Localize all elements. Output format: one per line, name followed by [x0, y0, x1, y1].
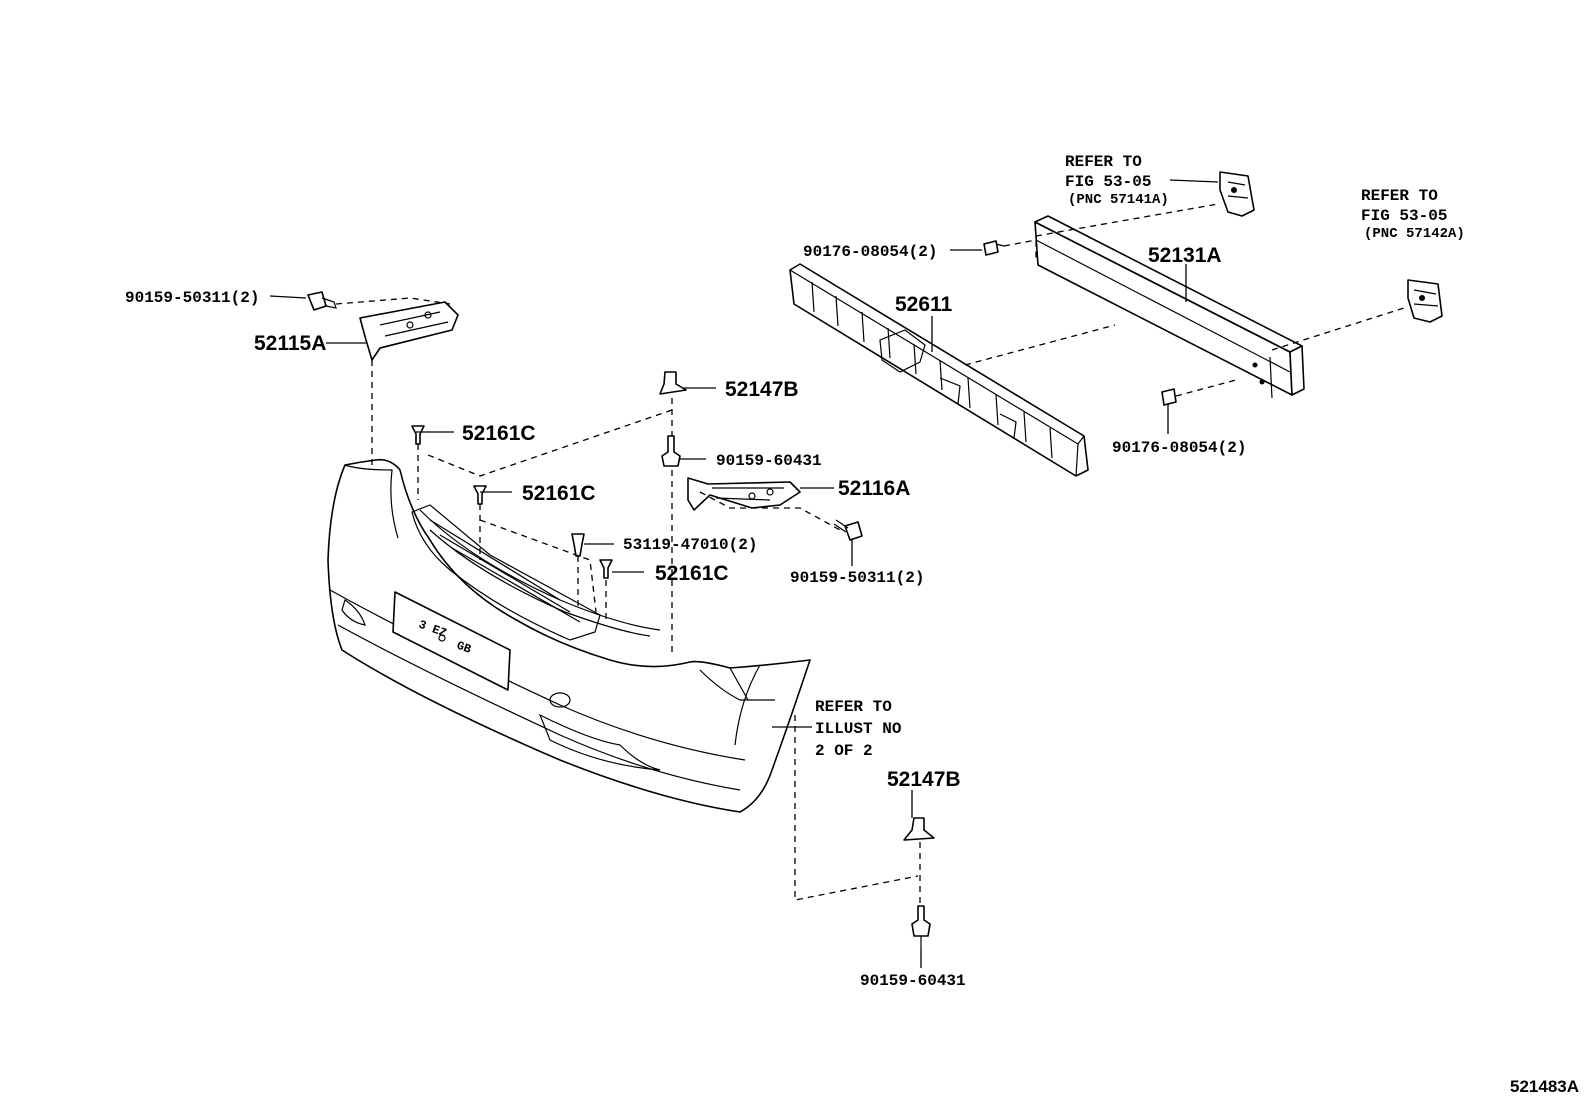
label-90159-50311-left: 90159-50311(2): [125, 289, 259, 307]
label-52161C-2: 52161C: [522, 482, 596, 505]
ref-left-line2: FIG 53-05: [1065, 173, 1151, 191]
retainer-left: [1219, 171, 1255, 217]
label-52611: 52611: [895, 293, 953, 316]
clip-52147B-bottom: [903, 817, 935, 841]
leader-lines: [269, 179, 1219, 968]
label-53119-47010: 53119-47010(2): [623, 536, 757, 554]
label-90159-60431-top: 90159-60431: [716, 452, 822, 470]
clip-52147B-top: [659, 371, 687, 395]
label-90176-08054-bottom: 90176-08054(2): [1112, 439, 1246, 457]
bracket-52115A: [359, 301, 459, 361]
label-90176-08054-top: 90176-08054(2): [803, 243, 937, 261]
svg-text:GB: GB: [455, 639, 473, 657]
reference-notes: REFER TO FIG 53-05 (PNC 57141A) REFER TO…: [815, 153, 1465, 760]
ref-illust-line2: ILLUST NO: [815, 720, 902, 738]
bumper-energy-absorber: [789, 263, 1089, 477]
ref-illust-line3: 2 OF 2: [815, 742, 873, 760]
label-52147B-top: 52147B: [725, 378, 799, 401]
part-labels: 90159-50311(2) 52115A 52161C 52161C 5216…: [125, 243, 1246, 990]
assembly-lines: [335, 203, 1405, 905]
front-bumper-cover: 3 EZ GB: [327, 458, 811, 813]
label-52161C-1: 52161C: [462, 422, 536, 445]
bracket-52116A: [687, 477, 801, 511]
label-52116A: 52116A: [838, 477, 910, 500]
bolt-90159-50311-right: [833, 519, 863, 541]
nut-90176-08054-bottom: [1161, 388, 1177, 406]
clip-53119-47010: [571, 533, 585, 557]
clips-52161C: [411, 425, 613, 579]
nut-90176-08054-top: [983, 240, 1005, 256]
ref-right-line2: FIG 53-05: [1361, 207, 1447, 225]
retainer-right: [1407, 279, 1443, 323]
ref-left-line3: (PNC 57141A): [1068, 192, 1169, 208]
label-90159-50311-right: 90159-50311(2): [790, 569, 924, 587]
ref-left-line1: REFER TO: [1065, 153, 1142, 171]
label-52131A: 52131A: [1148, 244, 1222, 267]
bolt-90159-60431-bottom: [911, 905, 931, 950]
label-52161C-3: 52161C: [655, 562, 729, 585]
bumper-reinforcement-beam: [1034, 215, 1305, 399]
ref-right-line3: (PNC 57142A): [1364, 226, 1465, 242]
bolt-90159-50311-left: [307, 291, 337, 311]
label-52115A: 52115A: [254, 332, 326, 355]
diagram-id: 521483A: [1510, 1077, 1579, 1096]
ref-right-line1: REFER TO: [1361, 187, 1438, 205]
label-90159-60431-bottom: 90159-60431: [860, 972, 966, 990]
label-52147B-bottom: 52147B: [887, 768, 961, 791]
ref-illust-line1: REFER TO: [815, 698, 892, 716]
bolt-90159-60431-top: [661, 435, 681, 467]
